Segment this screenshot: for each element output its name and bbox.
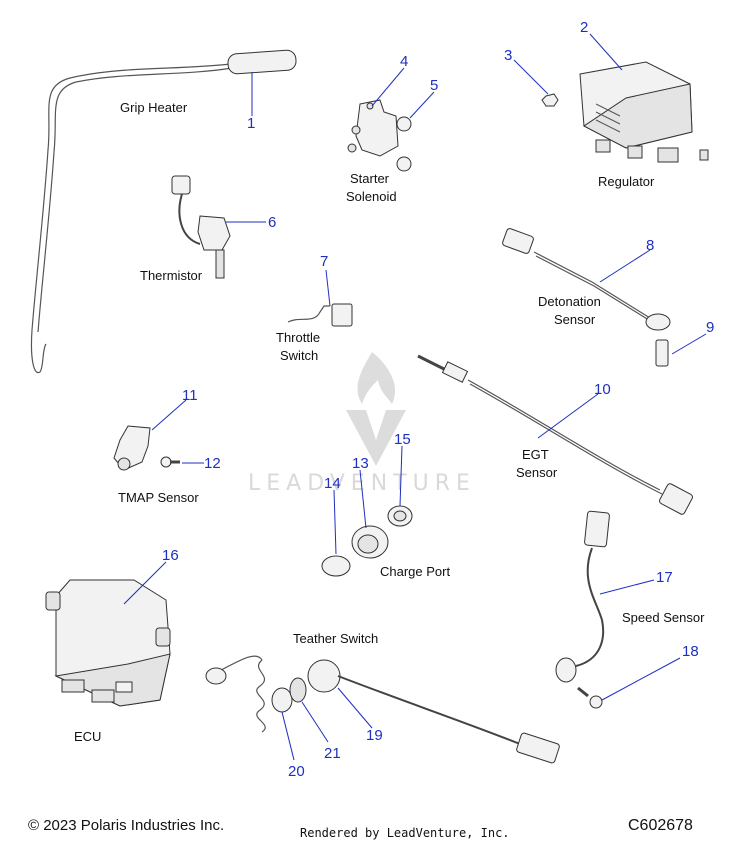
callout-7: 7 <box>320 253 328 270</box>
teather-switch-part <box>205 655 560 764</box>
rendered-by-text: Rendered by LeadVenture, Inc. <box>300 826 510 840</box>
grip-heater-part <box>30 49 297 374</box>
leader-16 <box>123 561 167 605</box>
egt-sensor-label-1: EGT <box>522 447 549 462</box>
detonation-sensor-label-2: Sensor <box>554 312 596 327</box>
callout-8: 8 <box>646 237 654 254</box>
leader-20 <box>281 711 295 761</box>
ecu-part <box>45 579 171 707</box>
leader-2 <box>589 33 623 71</box>
callout-12: 12 <box>204 455 221 472</box>
leader-8 <box>599 249 651 283</box>
speed-sensor-label: Speed Sensor <box>622 610 705 625</box>
leader-5 <box>409 91 435 119</box>
leader-17 <box>599 579 655 595</box>
callout-4: 4 <box>400 53 408 70</box>
detonation-sensor-part <box>502 228 671 331</box>
regulator-label: Regulator <box>598 174 655 189</box>
thermistor-label: Thermistor <box>140 268 203 283</box>
leader-3 <box>513 59 549 95</box>
callout-3: 3 <box>504 47 512 64</box>
callout-13: 13 <box>352 455 369 472</box>
tmap-sensor-part <box>113 425 151 471</box>
callout-6: 6 <box>268 214 276 231</box>
watermark-logo <box>346 352 406 466</box>
leader-10 <box>537 393 599 439</box>
starter-solenoid-part <box>347 99 399 157</box>
callout-9: 9 <box>706 319 714 336</box>
leader-13 <box>359 469 367 529</box>
callout-10: 10 <box>594 381 611 398</box>
egt-sensor-part <box>417 354 693 515</box>
leader-4 <box>371 67 405 107</box>
starter-solenoid-label-1: Starter <box>350 171 390 186</box>
leader-15 <box>399 445 403 507</box>
callout-19: 19 <box>366 727 383 744</box>
grip-heater-label: Grip Heater <box>120 100 188 115</box>
leader-19 <box>337 687 373 729</box>
throttle-switch-label-2: Switch <box>280 348 318 363</box>
callout-18: 18 <box>682 643 699 660</box>
callout-15: 15 <box>394 431 411 448</box>
starter-solenoid-label-2: Solenoid <box>346 189 397 204</box>
teather-switch-label: Teather Switch <box>293 631 378 646</box>
charge-port-label: Charge Port <box>380 564 450 579</box>
bolt-part <box>655 339 669 367</box>
egt-sensor-label-2: Sensor <box>516 465 558 480</box>
leader-14 <box>333 489 337 555</box>
throttle-switch-label-1: Throttle <box>276 330 320 345</box>
leader-21 <box>301 701 329 743</box>
diagram-code: C602678 <box>628 817 693 834</box>
callout-14: 14 <box>324 475 341 492</box>
callout-2: 2 <box>580 19 588 36</box>
leader-11 <box>151 399 187 431</box>
copyright-text: © 2023 Polaris Industries Inc. <box>28 817 225 834</box>
nut-pair-part <box>396 116 412 172</box>
nut-part <box>541 93 559 107</box>
callout-17: 17 <box>656 569 673 586</box>
tmap-sensor-label: TMAP Sensor <box>118 490 199 505</box>
leader-7 <box>325 269 331 307</box>
leader-18 <box>601 657 681 701</box>
detonation-sensor-label-1: Detonation <box>538 294 601 309</box>
charge-port-part <box>321 505 413 577</box>
regulator-part <box>579 61 709 163</box>
callout-20: 20 <box>288 763 305 780</box>
throttle-switch-part <box>287 303 353 327</box>
callout-16: 16 <box>162 547 179 564</box>
thermistor-part <box>171 175 231 279</box>
speed-sensor-part <box>555 510 610 683</box>
speed-sensor-bolt-part <box>577 686 603 709</box>
watermark-text: LEADVENTURE <box>248 471 476 496</box>
callout-11: 11 <box>182 387 198 404</box>
callout-1: 1 <box>247 115 255 132</box>
ecu-label: ECU <box>74 729 101 744</box>
tmap-bolt-part <box>160 456 180 468</box>
callout-5: 5 <box>430 77 438 94</box>
callout-21: 21 <box>324 745 341 762</box>
leader-9 <box>671 333 707 355</box>
